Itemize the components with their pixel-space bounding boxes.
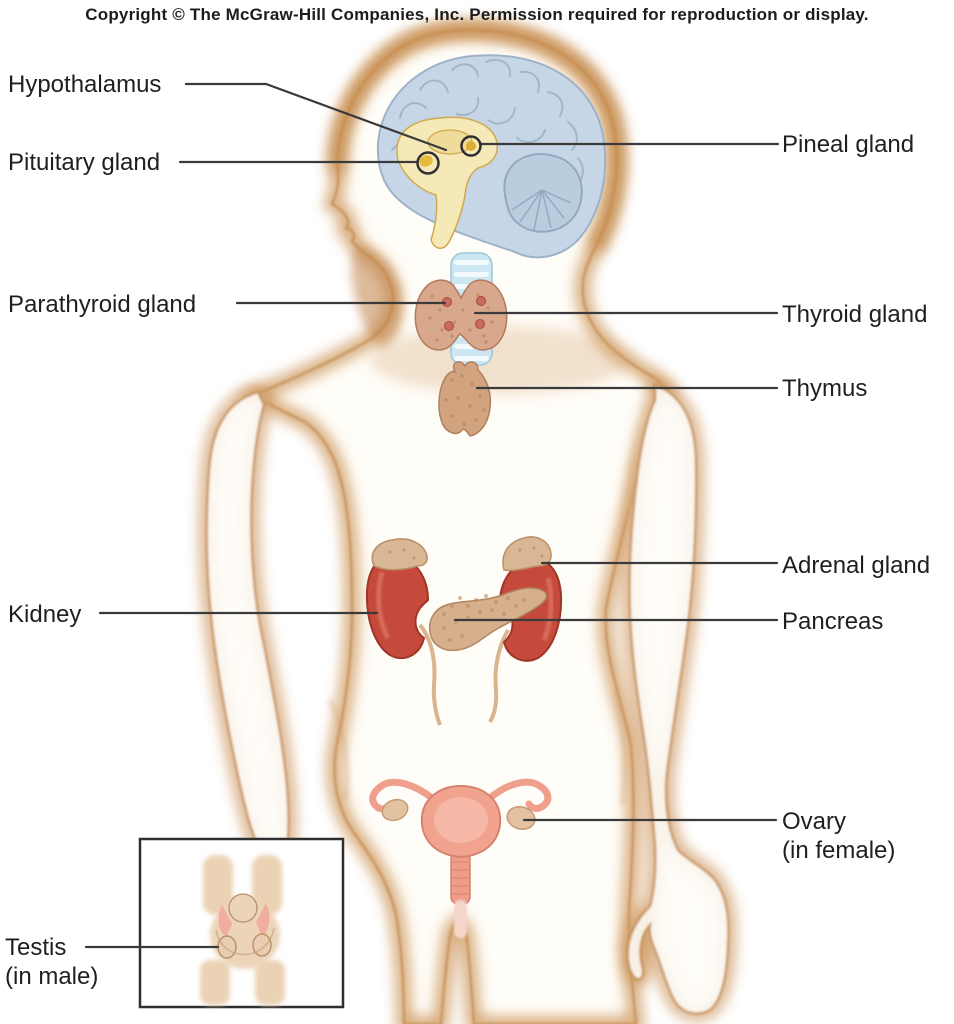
label-testis: Testis (in male) xyxy=(5,933,98,992)
label-thyroid-gland: Thyroid gland xyxy=(782,301,928,328)
uterus-illustration xyxy=(369,778,552,938)
pituitary-gland-shape xyxy=(419,155,433,167)
neck-shadow xyxy=(351,243,403,348)
label-hypothalamus: Hypothalamus xyxy=(8,71,162,98)
right-hip-crease xyxy=(612,689,628,806)
label-parathyroid-gland: Parathyroid gland xyxy=(8,291,197,318)
left-adrenal-gland xyxy=(371,538,428,571)
left-testis xyxy=(217,935,237,959)
label-kidney: Kidney xyxy=(8,601,82,628)
thalamus xyxy=(427,129,473,155)
vaginal-canal xyxy=(454,900,467,938)
vagina-ridges xyxy=(453,861,468,895)
label-testis-line1: Testis xyxy=(5,934,67,961)
label-adrenal-gland: Adrenal gland xyxy=(782,552,931,579)
label-pituitary-gland: Pituitary gland xyxy=(8,149,161,176)
leader-lines xyxy=(84,82,780,949)
label-pineal-gland: Pineal gland xyxy=(782,131,915,158)
left-ovary xyxy=(381,798,409,822)
thyroid-texture xyxy=(428,293,494,344)
label-ovary-line2: (in female) xyxy=(782,837,896,865)
thymus-texture xyxy=(444,374,486,426)
adrenal-texture xyxy=(388,546,544,560)
male-inset xyxy=(138,837,345,1009)
pituitary-marker-circle xyxy=(416,151,440,175)
label-pancreas: Pancreas xyxy=(782,608,884,635)
body-silhouette xyxy=(207,20,729,1024)
right-kidney-highlight xyxy=(541,577,554,642)
left-ureter xyxy=(418,623,442,726)
cerebellum-folds xyxy=(511,189,572,231)
male-genitalia-illustration xyxy=(200,855,285,1005)
pineal-gland-shape xyxy=(466,141,476,151)
pancreas-texture xyxy=(442,594,526,642)
right-adrenal-gland xyxy=(502,536,552,572)
label-thymus: Thymus xyxy=(782,375,868,402)
right-ureter xyxy=(488,629,510,723)
left-kidney-highlight xyxy=(376,571,391,640)
left-arm xyxy=(207,392,289,857)
parathyroid-glands-shapes xyxy=(442,296,486,331)
right-ovary xyxy=(506,806,536,830)
label-ovary: Ovary (in female) xyxy=(782,807,895,866)
right-arm xyxy=(628,385,729,1014)
pineal-marker-circle xyxy=(460,135,482,157)
head-shading xyxy=(328,20,626,255)
leader-hypothalamus xyxy=(184,82,448,152)
label-testis-line2: (in male) xyxy=(5,963,99,991)
uterus-inner xyxy=(434,797,488,843)
right-fallopian-tube xyxy=(486,778,552,812)
thyroid-illustration xyxy=(414,279,508,351)
label-ovary-line1: Ovary xyxy=(782,808,847,835)
brain-illustration xyxy=(376,54,607,259)
left-hip-crease xyxy=(327,698,350,801)
thymus-illustration xyxy=(438,361,492,437)
copyright-notice: Copyright © The McGraw-Hill Companies, I… xyxy=(85,5,869,24)
